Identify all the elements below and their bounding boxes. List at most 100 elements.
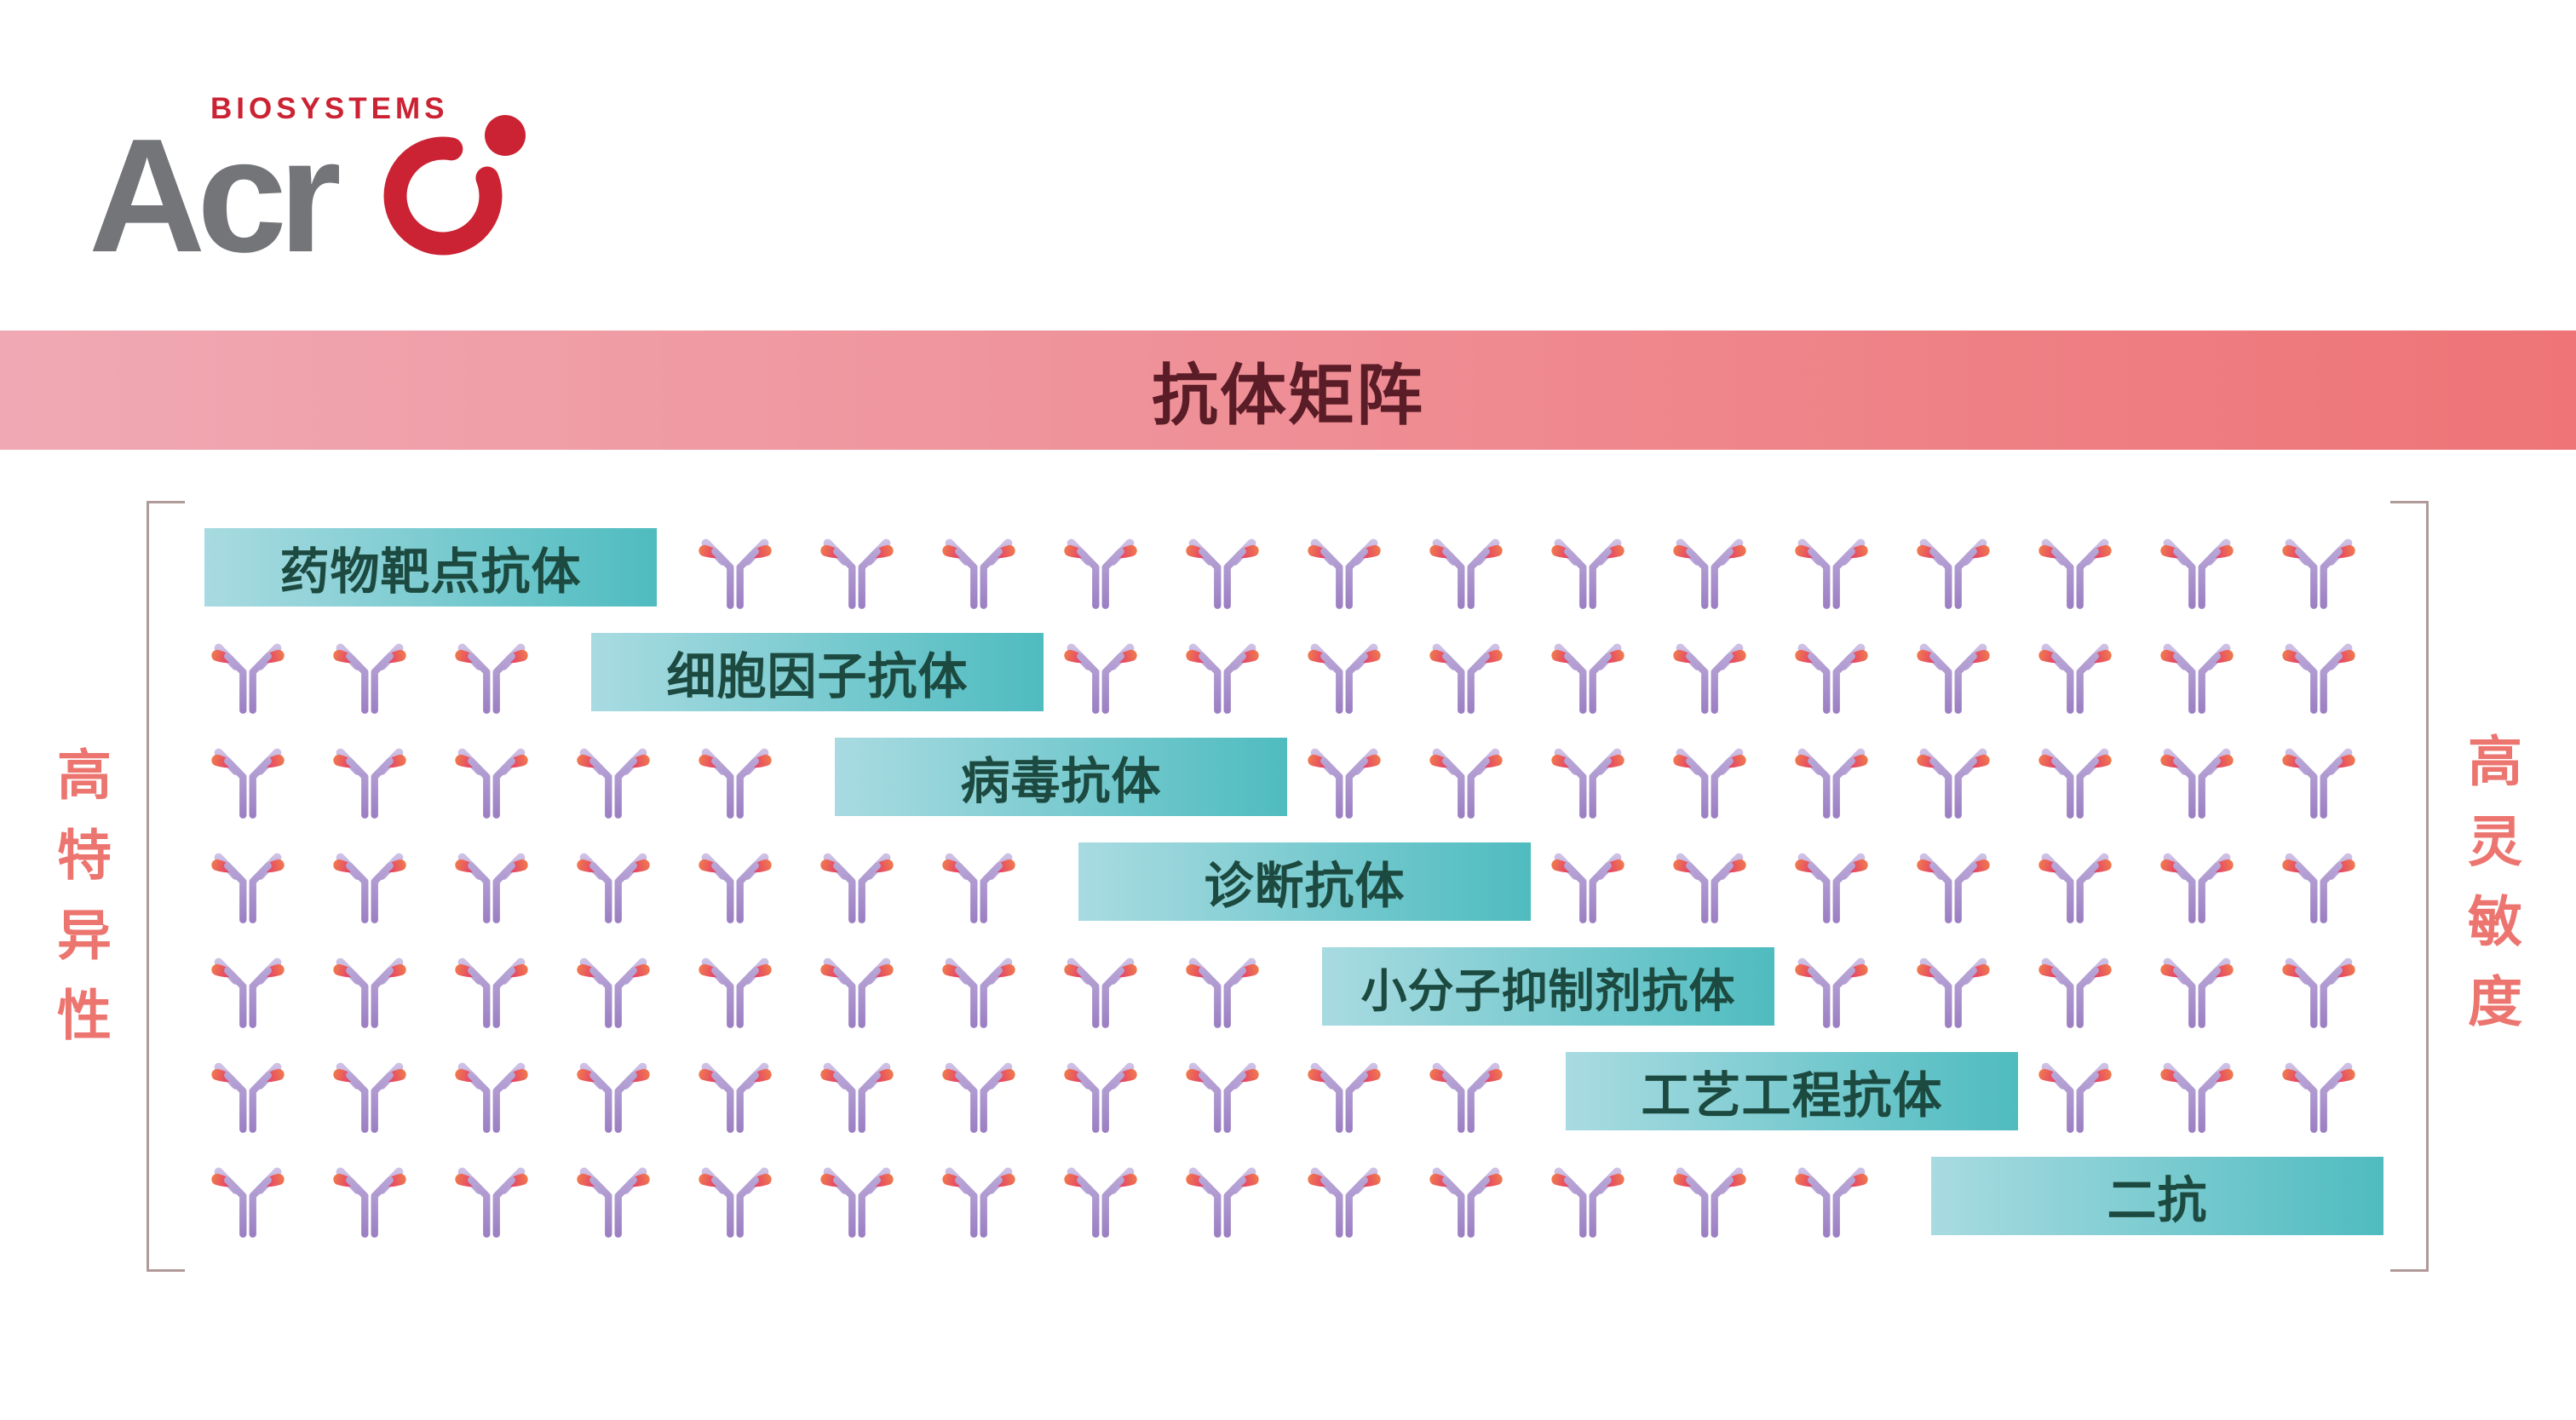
antibody-icon bbox=[2038, 528, 2113, 611]
antibody-icon bbox=[2281, 1052, 2356, 1135]
antibody-icon bbox=[576, 1157, 651, 1239]
antibody-icon bbox=[2159, 947, 2234, 1030]
antibody-icon bbox=[1916, 947, 1991, 1030]
antibody-icon bbox=[698, 842, 773, 925]
antibody-icon bbox=[210, 1052, 285, 1135]
antibody-icon bbox=[576, 738, 651, 820]
antibody-icon bbox=[1429, 633, 1504, 716]
category-label: 小分子抑制剂抗体 bbox=[1322, 947, 1774, 1026]
antibody-icon bbox=[1916, 842, 1991, 925]
antibody-icon bbox=[941, 947, 1016, 1030]
antibody-icon bbox=[698, 738, 773, 820]
antibody-icon bbox=[1307, 1052, 1382, 1135]
antibody-icon bbox=[698, 1157, 773, 1239]
antibody-icon bbox=[2038, 947, 2113, 1030]
left-bracket bbox=[147, 501, 185, 1272]
antibody-icon bbox=[1429, 1052, 1504, 1135]
antibody-icon bbox=[576, 842, 651, 925]
antibody-icon bbox=[454, 1157, 529, 1239]
right-bracket bbox=[2390, 501, 2429, 1272]
antibody-icon bbox=[2281, 947, 2356, 1030]
antibody-icon bbox=[941, 842, 1016, 925]
antibody-icon bbox=[1550, 842, 1625, 925]
antibody-icon bbox=[1063, 947, 1138, 1030]
antibody-icon bbox=[454, 633, 529, 716]
category-label: 诊断抗体 bbox=[1078, 842, 1531, 921]
antibody-icon bbox=[1916, 528, 1991, 611]
antibody-icon bbox=[698, 1052, 773, 1135]
logo-brand-text: Acr bbox=[89, 106, 340, 268]
antibody-icon bbox=[1063, 1052, 1138, 1135]
antibody-icon bbox=[1185, 633, 1260, 716]
antibody-icon bbox=[210, 842, 285, 925]
antibody-icon bbox=[1794, 528, 1869, 611]
antibody-icon bbox=[1185, 1157, 1260, 1239]
antibody-icon bbox=[576, 947, 651, 1030]
antibody-icon bbox=[819, 1157, 894, 1239]
antibody-icon bbox=[819, 842, 894, 925]
antibody-icon bbox=[1672, 842, 1747, 925]
antibody-icon bbox=[1063, 1157, 1138, 1239]
antibody-icon bbox=[210, 947, 285, 1030]
antibody-icon bbox=[2281, 738, 2356, 820]
category-label: 细胞因子抗体 bbox=[591, 633, 1044, 711]
antibody-icon bbox=[819, 947, 894, 1030]
antibody-icon bbox=[941, 528, 1016, 611]
antibody-icon bbox=[1916, 633, 1991, 716]
antibody-icon bbox=[1307, 1157, 1382, 1239]
antibody-icon bbox=[1916, 738, 1991, 820]
antibody-icon bbox=[1429, 528, 1504, 611]
category-label: 工艺工程抗体 bbox=[1566, 1052, 2018, 1130]
antibody-icon bbox=[1794, 947, 1869, 1030]
antibody-icon bbox=[576, 1052, 651, 1135]
antibody-icon bbox=[210, 633, 285, 716]
logo-subtitle-text: BIOSYSTEMS bbox=[210, 92, 448, 125]
antibody-icon bbox=[2038, 633, 2113, 716]
antibody-icon bbox=[1794, 738, 1869, 820]
antibody-icon bbox=[2281, 528, 2356, 611]
category-label: 药物靶点抗体 bbox=[204, 528, 657, 607]
antibody-icon bbox=[332, 1052, 407, 1135]
antibody-icon bbox=[332, 738, 407, 820]
antibody-icon bbox=[2038, 842, 2113, 925]
antibody-icon bbox=[698, 528, 773, 611]
antibody-icon bbox=[2281, 842, 2356, 925]
antibody-icon bbox=[941, 1052, 1016, 1135]
antibody-icon bbox=[454, 738, 529, 820]
antibody-icon bbox=[332, 842, 407, 925]
antibody-icon bbox=[1429, 1157, 1504, 1239]
antibody-icon bbox=[1550, 528, 1625, 611]
antibody-icon bbox=[819, 1052, 894, 1135]
antibody-icon bbox=[2038, 738, 2113, 820]
antibody-icon bbox=[698, 947, 773, 1030]
left-axis-label: 高特异性 bbox=[49, 746, 111, 1066]
antibody-icon bbox=[2038, 1052, 2113, 1135]
antibody-icon bbox=[1307, 633, 1382, 716]
antibody-icon bbox=[1794, 842, 1869, 925]
category-label: 病毒抗体 bbox=[835, 738, 1287, 816]
logo-o-ring bbox=[383, 136, 503, 256]
acro-biosystems-logo: Acr BIOSYSTEMS bbox=[89, 92, 526, 268]
antibody-icon bbox=[1672, 528, 1747, 611]
title-banner: 抗体矩阵 bbox=[0, 331, 2576, 450]
category-label: 二抗 bbox=[1931, 1157, 2383, 1235]
right-axis-label: 高灵敏度 bbox=[2460, 733, 2521, 1053]
page-title: 抗体矩阵 bbox=[1151, 358, 1424, 433]
antibody-icon bbox=[1550, 1157, 1625, 1239]
logo-red-dot-icon bbox=[485, 115, 526, 156]
antibody-icon bbox=[2159, 842, 2234, 925]
antibody-icon bbox=[1185, 947, 1260, 1030]
antibody-icon bbox=[2159, 738, 2234, 820]
antibody-icon bbox=[332, 633, 407, 716]
antibody-icon bbox=[1307, 528, 1382, 611]
antibody-icon bbox=[1550, 738, 1625, 820]
antibody-icon bbox=[332, 1157, 407, 1239]
antibody-icon bbox=[2281, 633, 2356, 716]
antibody-icon bbox=[2159, 1052, 2234, 1135]
antibody-icon bbox=[1185, 1052, 1260, 1135]
antibody-icon bbox=[210, 738, 285, 820]
antibody-icon bbox=[454, 842, 529, 925]
antibody-icon bbox=[941, 1157, 1016, 1239]
antibody-icon bbox=[1672, 633, 1747, 716]
